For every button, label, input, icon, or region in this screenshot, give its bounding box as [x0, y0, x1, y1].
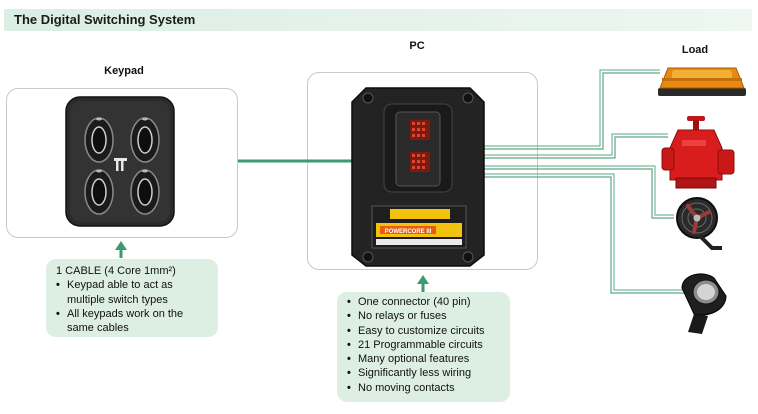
list-item: No relays or fuses: [347, 309, 500, 324]
pc-product-label: [371, 205, 467, 249]
pc-connector: [410, 120, 430, 172]
pc-info-box: One connector (40 pin) No relays or fuse…: [337, 292, 510, 402]
pc-arrow-icon: [417, 275, 429, 292]
beacon-light-icon: [658, 67, 746, 96]
load-label: Load: [681, 44, 709, 56]
list-item: Significantly less wiring: [347, 366, 500, 381]
red-hydraulic-pump-icon: [661, 116, 735, 189]
keypad-label: Keypad: [104, 65, 144, 77]
keypad-arrow-icon: [115, 241, 127, 258]
load-cables: [482, 69, 686, 294]
cable-to-beacon: [482, 69, 660, 150]
keypad-cable-spec: 1 CABLE (4 Core 1mm²): [56, 265, 176, 277]
list-item: 21 Programmable circuits: [347, 338, 500, 353]
list-item: No moving contacts: [347, 381, 500, 396]
list-item: All keypads work on the same cables: [56, 307, 208, 336]
list-item: Easy to customize circuits: [347, 324, 500, 339]
page-title: The Digital Switching System: [14, 12, 196, 27]
keypad-button-top-right[interactable]: [130, 117, 160, 163]
keypad-info-box: 1 CABLE (4 Core 1mm²) Keypad able to act…: [46, 259, 218, 337]
desk-fan-icon: [676, 197, 722, 250]
title-bar: The Digital Switching System: [4, 9, 752, 31]
list-item: One connector (40 pin): [347, 295, 500, 310]
pc-label: PC: [409, 40, 425, 52]
keypad-button-top-left[interactable]: [84, 117, 114, 163]
list-item: Many optional features: [347, 352, 500, 367]
pc-brand-text: POWERCORE III: [385, 229, 432, 235]
spotlight-icon: [681, 273, 727, 334]
keypad-feature-list: Keypad able to act as multiple switch ty…: [56, 278, 208, 335]
pc-feature-list: One connector (40 pin) No relays or fuse…: [347, 295, 500, 395]
keypad-device: [65, 96, 175, 227]
keypad-button-bottom-left[interactable]: [84, 169, 114, 215]
cable-to-spotlight: [482, 173, 686, 294]
pc-unit: [351, 87, 485, 267]
list-item: Keypad able to act as multiple switch ty…: [56, 278, 208, 307]
keypad-button-bottom-right[interactable]: [130, 169, 160, 215]
cable-to-fan: [482, 165, 674, 219]
keypad-logo-icon: [114, 158, 127, 171]
cable-to-pump: [482, 133, 668, 159]
